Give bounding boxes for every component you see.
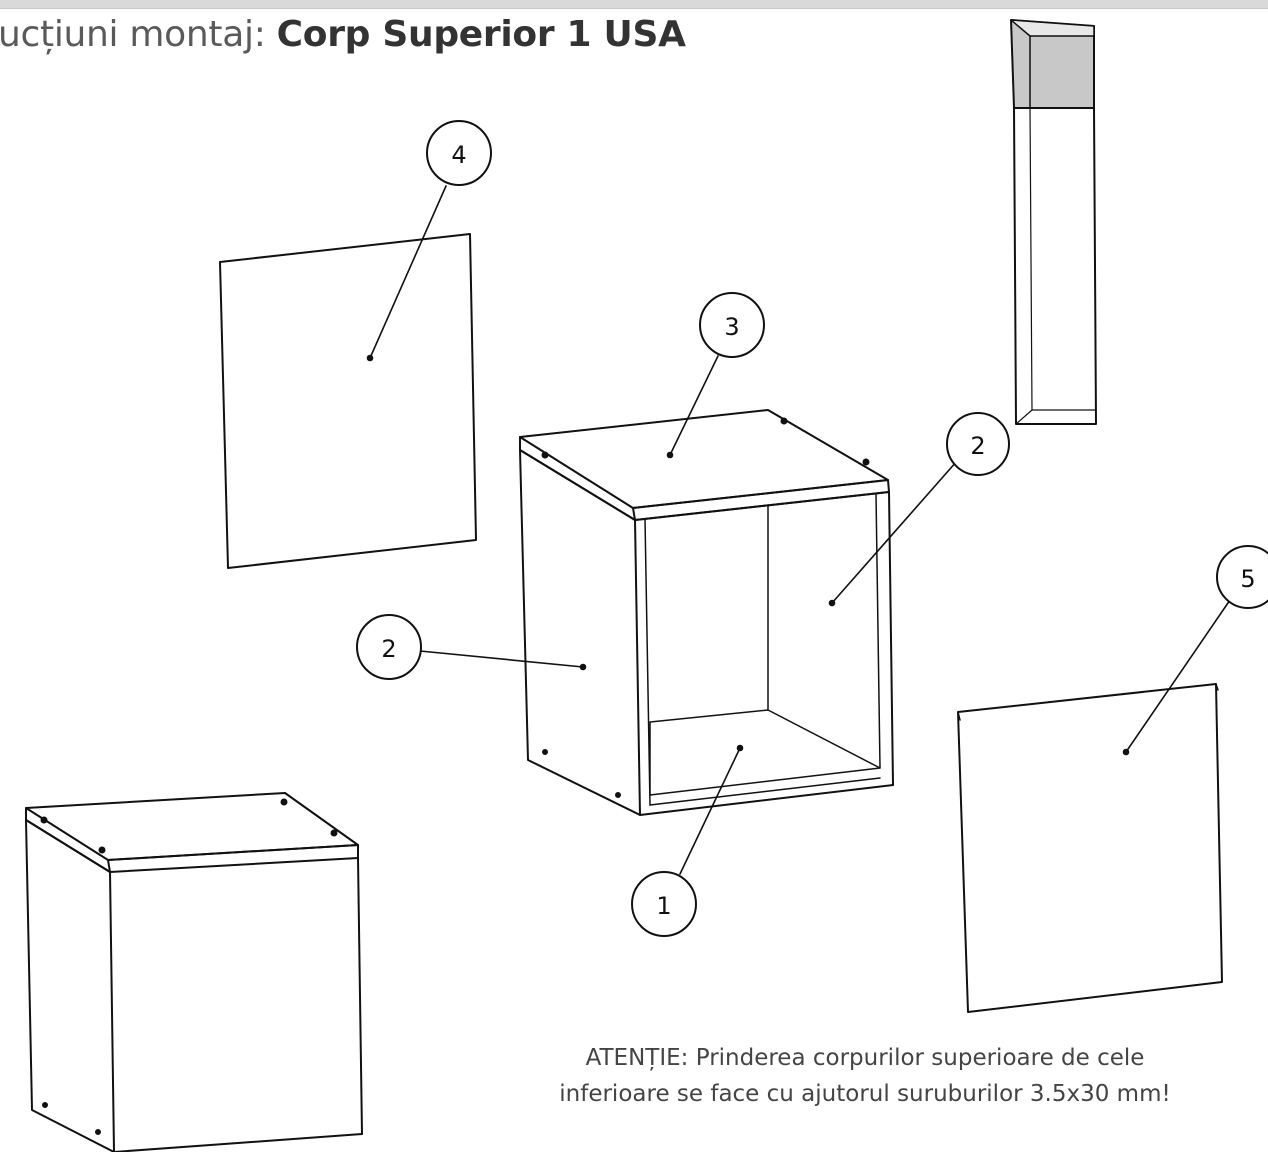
page-title: ucțiuni montaj: Corp Superior 1 USA <box>0 14 686 55</box>
callout-4-label: 4 <box>451 141 466 169</box>
top-border <box>0 0 1268 9</box>
callout-2-right: 2 <box>946 412 1010 476</box>
leader-1 <box>679 747 741 875</box>
callout-1: 1 <box>631 871 697 937</box>
assembled-cabinet <box>25 792 363 1152</box>
title-prefix: ucțiuni montaj: <box>0 14 277 55</box>
attention-note-line-2: inferioare se face cu ajutorul suruburil… <box>559 1081 1171 1107</box>
attention-note: ATENȚIE: Prinderea corpurilor superioare… <box>470 1040 1260 1112</box>
callout-4: 4 <box>426 120 492 186</box>
leader-2-right <box>831 460 958 604</box>
back-panel-4 <box>219 233 477 569</box>
callout-2-right-label: 2 <box>970 432 985 460</box>
callout-1-label: 1 <box>656 892 671 920</box>
back-panel-5 <box>957 683 1223 1013</box>
callout-3: 3 <box>699 292 765 358</box>
upright-column <box>1010 19 1097 425</box>
leader-5 <box>1125 599 1231 753</box>
main-cabinet <box>519 409 894 816</box>
leader-4 <box>369 185 447 359</box>
leader-2-left <box>419 650 584 668</box>
title-product: Corp Superior 1 USA <box>276 14 686 55</box>
attention-note-line-1: ATENȚIE: Prinderea corpurilor superioare… <box>585 1045 1145 1071</box>
leader-3 <box>669 355 719 456</box>
callout-5: 5 <box>1216 545 1268 609</box>
leader-lines <box>366 185 1231 875</box>
callout-3-label: 3 <box>724 313 739 341</box>
callout-2-left-label: 2 <box>381 635 396 663</box>
callout-5-label: 5 <box>1240 565 1255 593</box>
callout-2-left: 2 <box>356 614 422 680</box>
